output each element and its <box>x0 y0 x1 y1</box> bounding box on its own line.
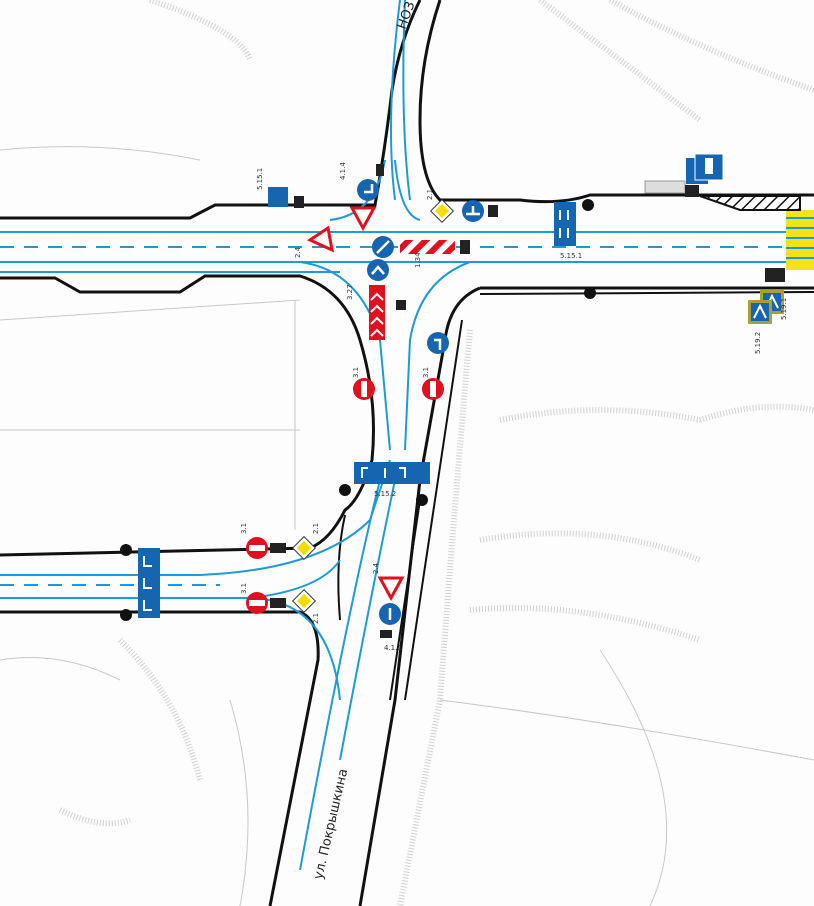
sign-code: 1.34 <box>414 252 422 268</box>
sign-code: 2.4 <box>372 562 380 574</box>
lamp-posts <box>120 199 596 621</box>
sign-code: 5.15.1 <box>256 168 264 190</box>
straight-sign <box>379 603 401 625</box>
grey-bus-stop <box>644 180 686 194</box>
lane-markings <box>0 0 814 871</box>
lane-direction-sign <box>354 462 430 484</box>
sign-code: 3.1 <box>240 523 248 534</box>
no-entry-sign <box>422 378 444 400</box>
main-road-sign <box>429 198 455 224</box>
sign-code: 3.1 <box>352 367 360 378</box>
sign-code: 5.19.1 <box>780 298 788 320</box>
blue-direction-sign <box>357 179 379 201</box>
main-road-sign <box>291 535 317 561</box>
chevron-marks <box>370 292 384 337</box>
sign-code: 4.1.1 <box>384 644 402 652</box>
yield-sign <box>306 225 334 253</box>
keep-both-sign <box>367 259 389 281</box>
sign-code: 5.19.2 <box>754 332 762 354</box>
lane-direction-sign <box>138 548 160 618</box>
sign-code: 2.4 <box>294 246 302 258</box>
sign-code: 5.15.2 <box>374 490 396 498</box>
main-road-sign <box>291 588 317 614</box>
sign-code: 3.1 <box>422 367 430 378</box>
sign-code: 5.15.1 <box>560 252 582 260</box>
sign-code: 2.1 <box>312 613 320 624</box>
street-name-north: НОЗ <box>395 0 419 31</box>
pass-sign <box>462 200 484 222</box>
sign-code: 2.1 <box>426 189 434 200</box>
sign-code: 3.27 <box>346 284 354 300</box>
no-entry-sign <box>246 537 268 559</box>
traffic-lights <box>270 164 785 638</box>
hatched-island <box>699 195 801 211</box>
sign-code-labels: 4.1.4 5.15.1 2.4 1.34 3.27 2.1 5.15.1 5.… <box>240 162 788 652</box>
barrier-bar <box>400 240 455 254</box>
no-entry-sign <box>246 592 268 614</box>
sign-code: 3.1 <box>240 583 248 594</box>
yield-sign <box>377 576 405 602</box>
parking-sign <box>268 187 288 207</box>
sign-code: 4.1.4 <box>339 162 347 180</box>
crosswalk <box>786 210 814 270</box>
keep-right-sign <box>372 236 394 258</box>
yield-sign <box>349 206 377 232</box>
lane-direction-sign <box>554 202 576 246</box>
no-entry-sign <box>353 378 375 400</box>
street-name-south: ул. Покрышкина <box>311 767 351 881</box>
crosswalk-sign <box>748 300 772 324</box>
sign-code: 2.1 <box>312 523 320 534</box>
turn-left-sign <box>427 332 449 354</box>
info-sign <box>686 153 724 184</box>
